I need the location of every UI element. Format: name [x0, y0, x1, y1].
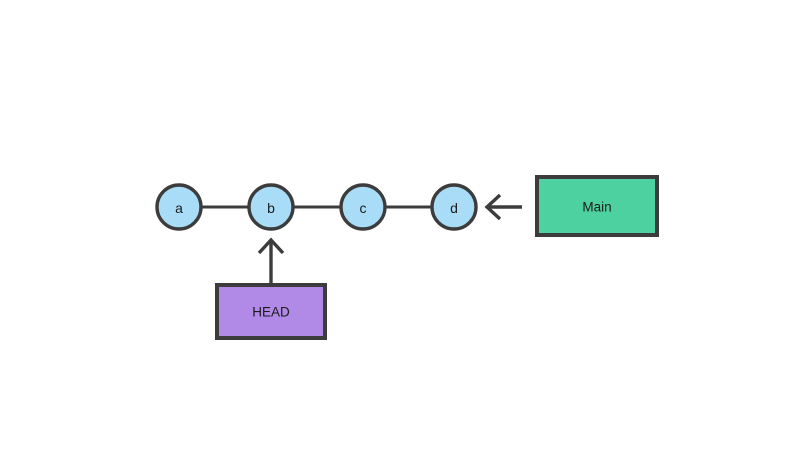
branch-ref-main[interactable]: Main — [535, 175, 659, 237]
branch-ref-main-box — [535, 175, 659, 237]
commit-circle-a — [155, 183, 203, 231]
arrowhead-left-icon — [484, 193, 502, 221]
head-ref-box[interactable]: HEAD — [215, 283, 327, 340]
commit-node-d[interactable]: d — [430, 183, 478, 231]
commit-node-c[interactable]: c — [339, 183, 387, 231]
commit-node-a[interactable]: a — [155, 183, 203, 231]
commit-circle-c — [339, 183, 387, 231]
pointer-main-to-d — [484, 193, 522, 221]
arrowhead-up-icon — [257, 237, 285, 255]
commit-circle-b — [247, 183, 295, 231]
commit-nodes: a b c d — [155, 183, 478, 231]
commit-node-b[interactable]: b — [247, 183, 295, 231]
head-ref-rect — [215, 283, 327, 340]
pointer-head-to-b — [257, 237, 285, 285]
commit-circle-d — [430, 183, 478, 231]
